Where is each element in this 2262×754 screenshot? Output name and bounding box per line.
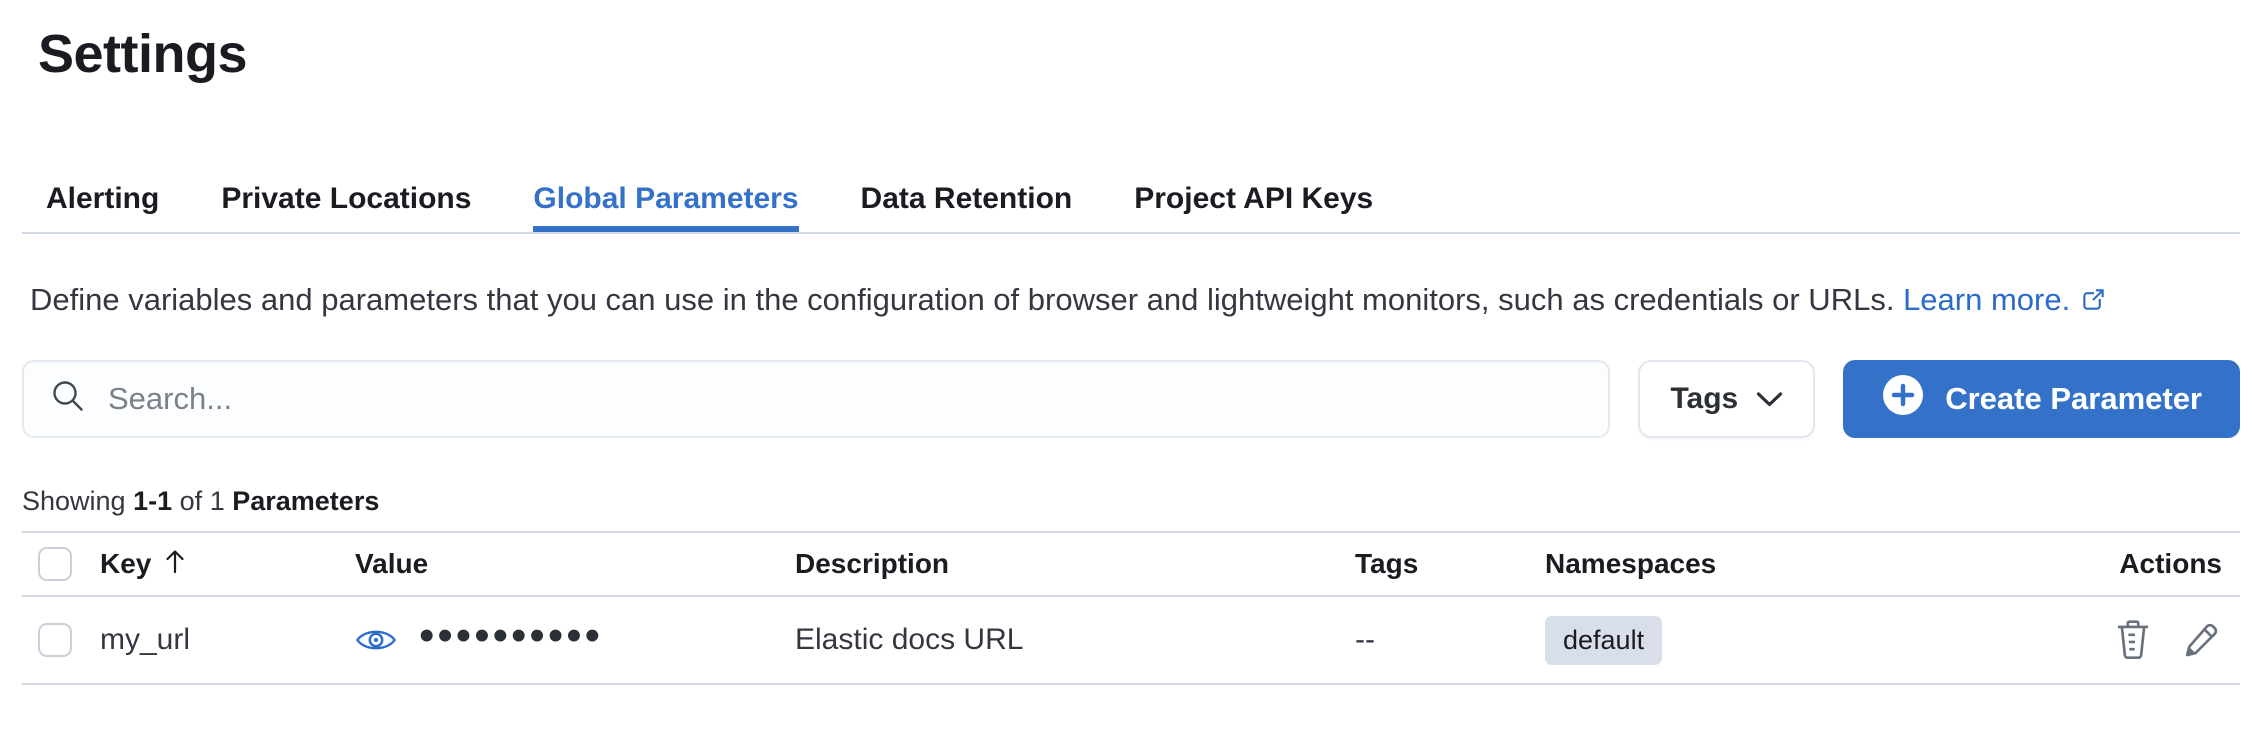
namespace-badge: default (1545, 615, 1663, 665)
page-description: Define variables and parameters that you… (30, 276, 2230, 326)
external-link-icon (2080, 279, 2107, 326)
tab-data-retention[interactable]: Data Retention (860, 182, 1073, 215)
tab-private-locations[interactable]: Private Locations (221, 182, 472, 215)
select-all-checkbox[interactable] (38, 547, 72, 581)
param-namespaces-cell: default (1545, 615, 1920, 665)
tab-global-parameters[interactable]: Global Parameters (533, 182, 798, 232)
summary-range: 1-1 (133, 486, 173, 516)
column-header-value: Value (355, 548, 429, 579)
column-header-tags: Tags (1355, 548, 1419, 579)
toolbar: Tags Create Parameter (22, 360, 2240, 438)
results-summary: Showing 1-1 of 1 Parameters (22, 486, 2240, 517)
column-header-actions: Actions (2119, 548, 2222, 579)
tab-bar: Alerting Private Locations Global Parame… (22, 182, 2240, 234)
search-icon (50, 379, 86, 420)
param-actions-cell (1920, 617, 2240, 663)
eye-icon[interactable] (355, 625, 397, 655)
masked-value: •••••••••• (419, 611, 604, 660)
summary-connector: of (179, 486, 203, 516)
summary-entity: Parameters (232, 486, 380, 516)
param-key-cell: my_url (100, 623, 191, 656)
edit-icon[interactable] (2180, 619, 2222, 661)
create-parameter-button[interactable]: Create Parameter (1843, 360, 2240, 438)
search-box (22, 360, 1611, 438)
param-description-cell: Elastic docs URL (795, 623, 1024, 656)
tab-project-api-keys[interactable]: Project API Keys (1134, 182, 1374, 215)
tab-alerting[interactable]: Alerting (46, 182, 160, 215)
summary-count: 1 (209, 486, 225, 516)
parameters-table: Key Value Description Tags Namespaces Ac… (22, 531, 2240, 685)
param-tags-cell: -- (1355, 623, 1375, 656)
column-header-namespaces: Namespaces (1545, 548, 1717, 579)
description-text: Define variables and parameters that you… (30, 282, 1895, 317)
table-row: my_url •••••••••• Elastic docs URL -- de… (22, 597, 2240, 685)
chevron-down-icon (1756, 382, 1783, 416)
learn-more-link[interactable]: Learn more. (1903, 282, 2107, 317)
sort-ascending-icon (163, 547, 187, 582)
summary-prefix: Showing (22, 486, 126, 516)
table-header-row: Key Value Description Tags Namespaces Ac… (22, 533, 2240, 597)
delete-icon[interactable] (2112, 617, 2154, 663)
column-header-key[interactable]: Key (100, 547, 355, 582)
search-input[interactable] (108, 381, 1583, 417)
settings-page: Settings Alerting Private Locations Glob… (0, 22, 2262, 685)
row-checkbox[interactable] (38, 623, 72, 657)
plus-in-circle-icon (1881, 373, 1925, 425)
page-title: Settings (38, 24, 248, 84)
column-header-description: Description (795, 548, 950, 579)
tags-filter-label: Tags (1670, 382, 1739, 415)
create-parameter-label: Create Parameter (1945, 381, 2202, 416)
tags-filter-button[interactable]: Tags (1638, 360, 1816, 438)
param-value-cell: •••••••••• (355, 614, 795, 662)
